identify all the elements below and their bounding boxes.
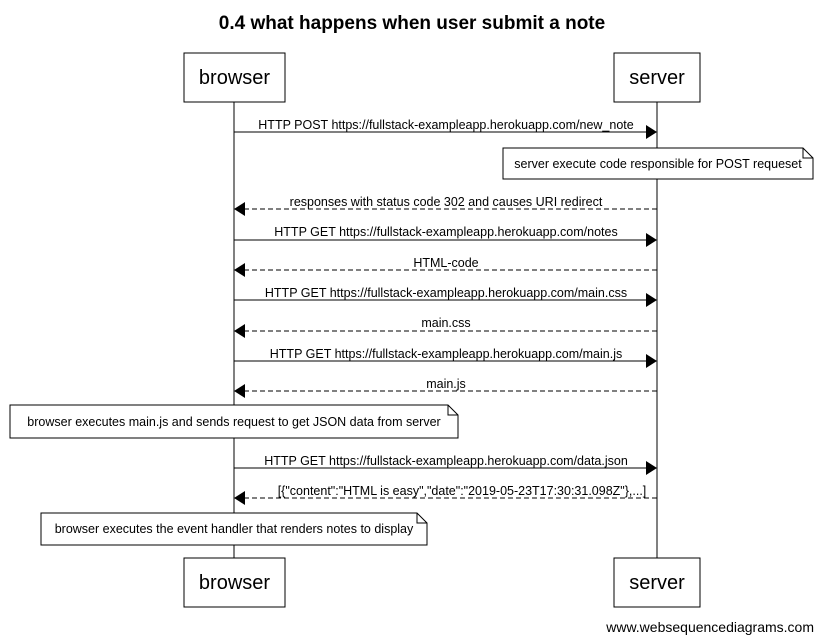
message-html-code: HTML-code xyxy=(234,256,657,277)
watermark: www.websequencediagrams.com xyxy=(605,619,814,635)
message-main-css: main.css xyxy=(234,316,657,338)
actor-server-bottom: server xyxy=(613,557,701,608)
message-label: main.js xyxy=(426,377,466,391)
message-label: responses with status code 302 and cause… xyxy=(290,195,603,209)
note-server-execute: server execute code responsible for POST… xyxy=(502,147,814,180)
message-label: HTTP GET https://fullstack-exampleapp.he… xyxy=(264,454,628,468)
actor-browser-label-bottom: browser xyxy=(199,572,270,594)
diagram-title: 0.4 what happens when user submit a note xyxy=(219,13,605,34)
note-label: browser executes main.js and sends reque… xyxy=(27,415,440,429)
message-data-json-response: [{"content":"HTML is easy","date":"2019-… xyxy=(234,484,657,505)
note-label: browser executes the event handler that … xyxy=(55,522,414,536)
message-label: HTTP GET https://fullstack-exampleapp.he… xyxy=(265,286,627,300)
message-label: [{"content":"HTML is easy","date":"2019-… xyxy=(278,484,647,498)
actor-browser-bottom: browser xyxy=(183,557,286,608)
actor-browser-top: browser xyxy=(183,52,286,103)
message-post-new-note: HTTP POST https://fullstack-exampleapp.h… xyxy=(234,118,657,139)
actor-browser-label: browser xyxy=(199,67,270,89)
note-browser-executes-main-js: browser executes main.js and sends reque… xyxy=(9,404,459,439)
note-browser-renders-notes: browser executes the event handler that … xyxy=(40,512,428,546)
note-label: server execute code responsible for POST… xyxy=(514,157,802,171)
message-label: main.css xyxy=(421,316,470,330)
message-redirect-302: responses with status code 302 and cause… xyxy=(234,195,657,216)
actor-server-label-bottom: server xyxy=(629,572,685,594)
message-label: HTTP GET https://fullstack-exampleapp.he… xyxy=(274,225,617,239)
message-get-data-json: HTTP GET https://fullstack-exampleapp.he… xyxy=(234,454,657,475)
message-label: HTTP GET https://fullstack-exampleapp.he… xyxy=(270,347,622,361)
message-main-js: main.js xyxy=(234,377,657,398)
message-get-notes: HTTP GET https://fullstack-exampleapp.he… xyxy=(234,225,657,247)
message-label: HTML-code xyxy=(413,256,478,270)
message-get-main-css: HTTP GET https://fullstack-exampleapp.he… xyxy=(234,286,657,307)
actor-server-label: server xyxy=(629,67,685,89)
actor-server-top: server xyxy=(613,52,701,103)
message-label: HTTP POST https://fullstack-exampleapp.h… xyxy=(258,118,633,132)
message-get-main-js: HTTP GET https://fullstack-exampleapp.he… xyxy=(234,347,657,368)
